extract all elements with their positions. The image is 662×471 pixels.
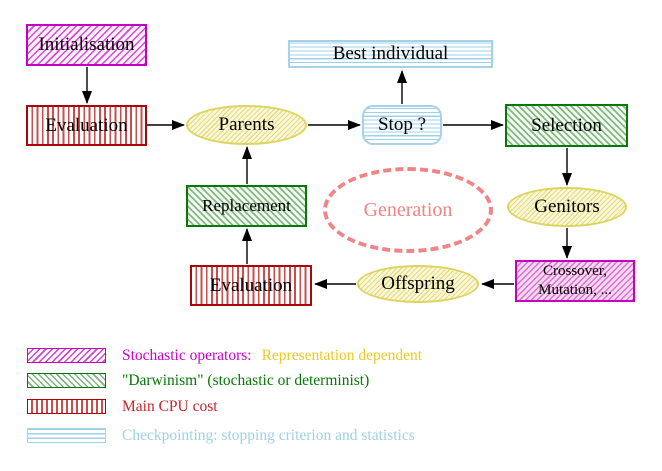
legend-item-checkpointing: Checkpointing: stopping criterion and st… xyxy=(27,427,415,444)
legend-swatch-cyan-stripes xyxy=(27,428,106,443)
node-evaluation-top: Evaluation xyxy=(26,105,147,146)
legend-item-stochastic-operators: Stochastic operators: Representation dep… xyxy=(27,347,422,364)
crossover-label-line2: Mutation, ... xyxy=(538,282,612,298)
legend-label-main-cpu-cost: Main CPU cost xyxy=(122,397,218,415)
node-offspring: Offspring xyxy=(357,265,479,303)
node-selection: Selection xyxy=(505,104,628,147)
node-crossover-mutation: Crossover, Mutation, ... xyxy=(515,260,635,302)
legend-item-main-cpu-cost: Main CPU cost xyxy=(27,398,218,415)
node-replacement: Replacement xyxy=(186,185,307,227)
node-parents: Parents xyxy=(186,105,307,145)
legend-item-darwinism: "Darwinism" (stochastic or determinist) xyxy=(27,372,369,389)
legend-swatch-green-hatch xyxy=(27,373,106,388)
legend-label-darwinism: "Darwinism" (stochastic or determinist) xyxy=(122,371,370,389)
node-genitors: Genitors xyxy=(507,187,627,227)
node-best-individual: Best individual xyxy=(288,40,493,68)
node-initialisation: Initialisation xyxy=(26,24,147,66)
legend-label-representation-dependent: Representation dependent xyxy=(261,346,423,364)
legend-label-stochastic-operators: Stochastic operators: xyxy=(122,346,252,364)
node-generation: Generation xyxy=(323,167,493,253)
node-stop: Stop ? xyxy=(362,105,442,145)
crossover-label-line1: Crossover, xyxy=(543,263,607,280)
node-evaluation-bottom: Evaluation xyxy=(190,265,312,306)
legend-swatch-red-stripes xyxy=(27,399,106,414)
legend-swatch-magenta-hatch xyxy=(27,348,106,363)
legend-label-checkpointing: Checkpointing: stopping criterion and st… xyxy=(122,426,415,444)
